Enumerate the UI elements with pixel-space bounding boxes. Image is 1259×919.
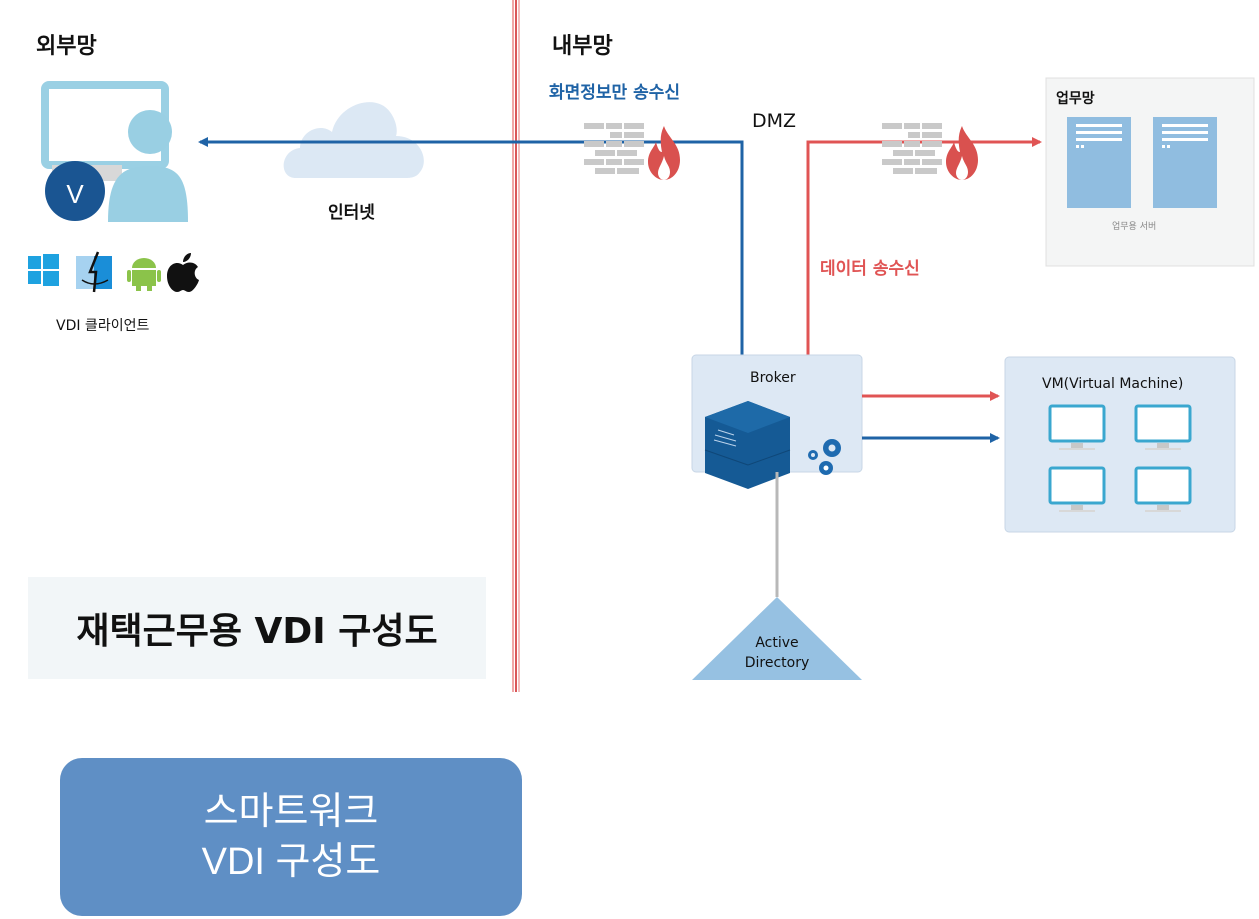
internet-cloud-icon (283, 102, 424, 178)
business-server-icon-2 (1153, 117, 1217, 208)
smartwork-vdi-button[interactable]: 스마트워크 VDI 구성도 (60, 758, 522, 916)
apple-icon (167, 253, 199, 292)
screen-flow-label: 화면정보만 송수신 (549, 83, 681, 103)
vm-monitor-icon (1048, 404, 1106, 450)
windows-icon (28, 254, 59, 286)
firewall-icon-right (882, 123, 978, 180)
client-user-icon (41, 81, 188, 222)
screen-flow-line (198, 137, 744, 355)
active-directory-shape (692, 597, 862, 680)
diagram-title: 재택근무용 VDI 구성도 (76, 611, 438, 652)
active-directory-label: Active Directory (735, 633, 819, 673)
diagram-title-box: 재택근무용 VDI 구성도 (28, 577, 486, 679)
smartwork-button-line1: 스마트워크 (203, 791, 379, 833)
mac-finder-icon (76, 251, 112, 293)
vm-title: VM(Virtual Machine) (1042, 376, 1184, 392)
smartwork-button-line2: VDI 구성도 (201, 841, 381, 883)
vm-monitor-icon (1134, 466, 1192, 512)
internet-label: 인터넷 (328, 203, 375, 223)
broker-label: Broker (750, 370, 796, 386)
active-directory-line1: Active (755, 635, 799, 651)
vdi-badge-letter: V (66, 179, 84, 209)
internal-network-label: 내부망 (552, 34, 613, 59)
broker-server-icon (704, 401, 791, 489)
vm-monitor-icon (1048, 466, 1106, 512)
business-network-title: 업무망 (1056, 91, 1095, 107)
vm-monitor-icon (1134, 404, 1192, 450)
gears-icon (808, 439, 841, 475)
active-directory-line2: Directory (744, 655, 810, 671)
external-network-label: 외부망 (36, 34, 97, 59)
dmz-label: DMZ (752, 110, 797, 132)
business-servers-label: 업무용 서버 (1112, 222, 1157, 232)
firewall-icon-left (584, 123, 680, 180)
android-icon (127, 258, 161, 291)
business-server-icon-1 (1067, 117, 1131, 208)
vdi-client-label: VDI 클라이언트 (56, 318, 150, 334)
data-flow-label: 데이터 송수신 (820, 259, 920, 279)
